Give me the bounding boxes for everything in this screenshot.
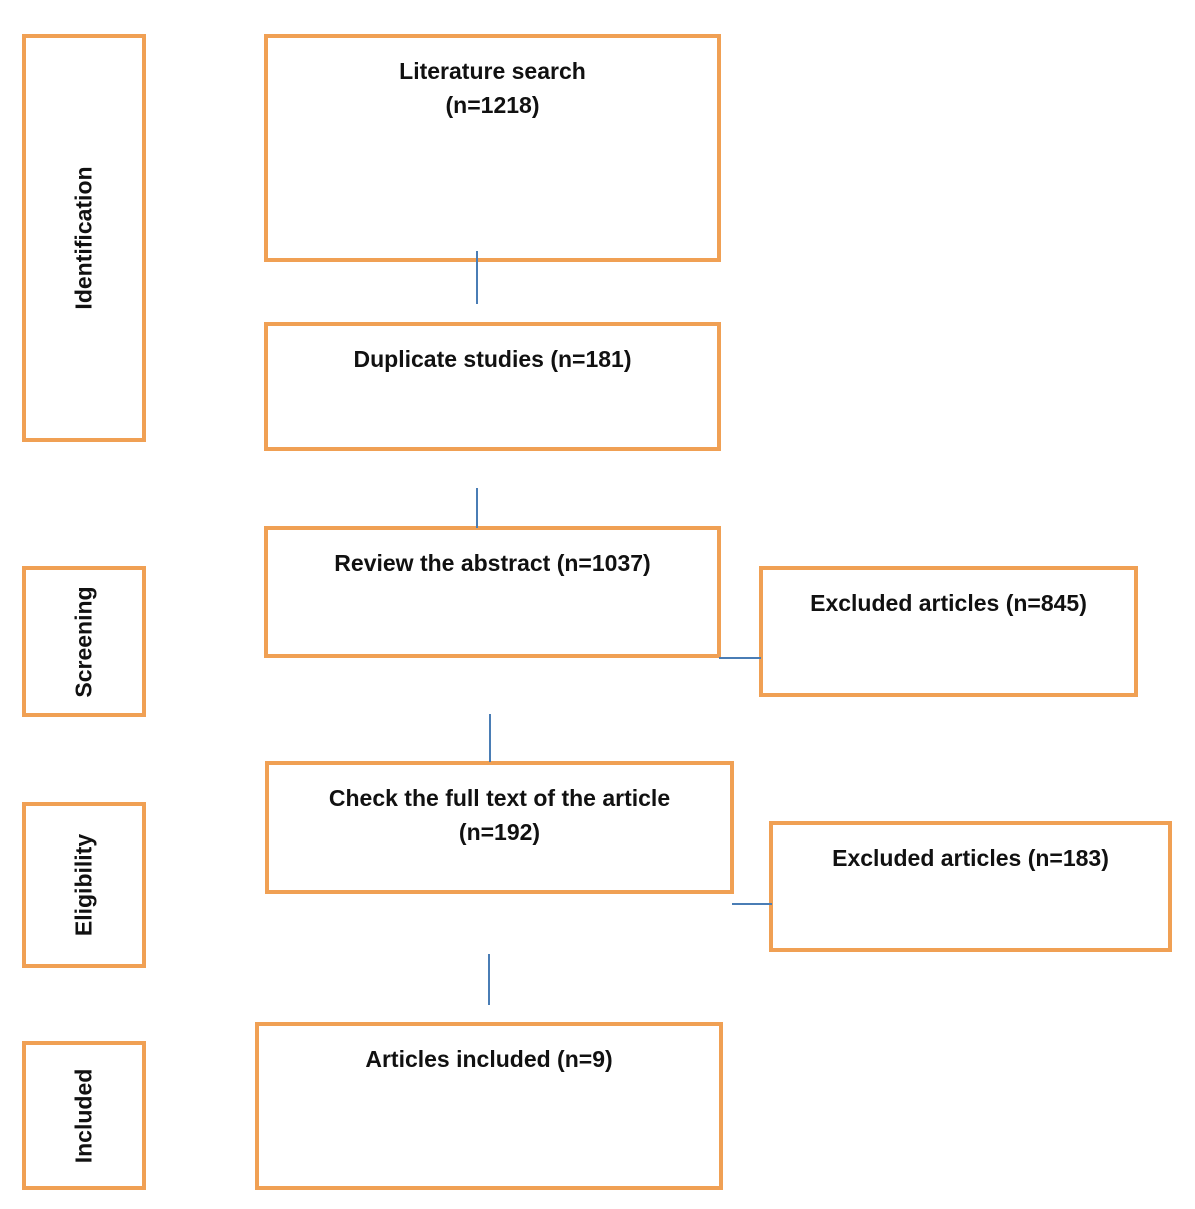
stage-included: Included <box>22 1041 146 1190</box>
full-text-label: Check the full text of the article (n=19… <box>328 785 671 845</box>
stage-eligibility-label: Eligibility <box>70 833 97 937</box>
duplicate-studies-box: Duplicate studies (n=181) <box>264 322 721 451</box>
stage-eligibility: Eligibility <box>22 802 146 968</box>
connector-fulltext-to-included <box>488 954 490 1005</box>
duplicate-studies-label: Duplicate studies (n=181) <box>353 346 632 372</box>
connector-fulltext-to-excluded <box>732 903 772 905</box>
stage-screening-label: Screening <box>70 585 97 698</box>
connector-duplicate-to-abstract <box>476 488 478 528</box>
excluded-full-text-box: Excluded articles (n=183) <box>769 821 1172 952</box>
stage-screening: Screening <box>22 566 146 717</box>
review-abstract-box: Review the abstract (n=1037) <box>264 526 721 658</box>
connector-abstract-to-fulltext <box>489 714 491 762</box>
stage-identification: Identification <box>22 34 146 442</box>
review-abstract-label: Review the abstract (n=1037) <box>334 550 651 576</box>
full-text-box: Check the full text of the article (n=19… <box>265 761 734 894</box>
excluded-full-text-label: Excluded articles (n=183) <box>832 845 1109 871</box>
stage-identification-label: Identification <box>70 166 97 310</box>
articles-included-box: Articles included (n=9) <box>255 1022 723 1190</box>
excluded-abstract-box: Excluded articles (n=845) <box>759 566 1138 697</box>
excluded-abstract-label: Excluded articles (n=845) <box>810 590 1087 616</box>
stage-included-label: Included <box>70 1068 97 1163</box>
articles-included-label: Articles included (n=9) <box>365 1046 613 1072</box>
literature-search-label: Literature search (n=1218) <box>399 58 586 118</box>
connector-search-to-duplicate <box>476 251 478 304</box>
connector-abstract-to-excluded <box>719 657 761 659</box>
literature-search-box: Literature search (n=1218) <box>264 34 721 262</box>
